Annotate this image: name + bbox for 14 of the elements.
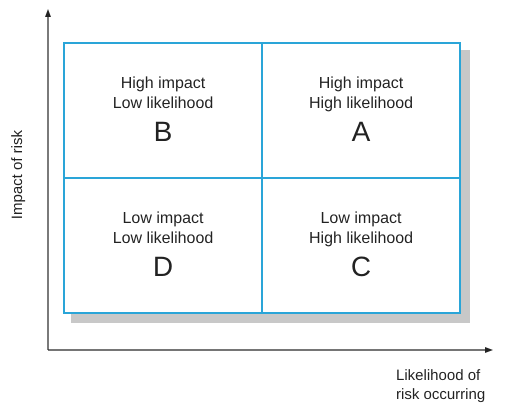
quadrant-letter: A: [352, 116, 370, 148]
axis-label: Impact of risk: [8, 130, 27, 220]
quadrant-letter: B: [154, 116, 172, 148]
matrix-quadrant: [63, 42, 263, 179]
matrix-quadrant: [261, 177, 461, 314]
matrix-quadrant: [261, 42, 461, 179]
matrix-quadrant: [63, 177, 263, 314]
quadrant-description: Low impact High likelihood: [308, 208, 414, 248]
quadrant-description: Low impact Low likelihood: [112, 208, 214, 248]
quadrant-description: High impact Low likelihood: [112, 74, 214, 114]
axis-label: Likelihood of risk occurring: [396, 366, 486, 404]
quadrant-letter: D: [152, 250, 174, 282]
quadrant-letter: C: [350, 250, 372, 282]
quadrant-description: High impact High likelihood: [308, 74, 414, 114]
